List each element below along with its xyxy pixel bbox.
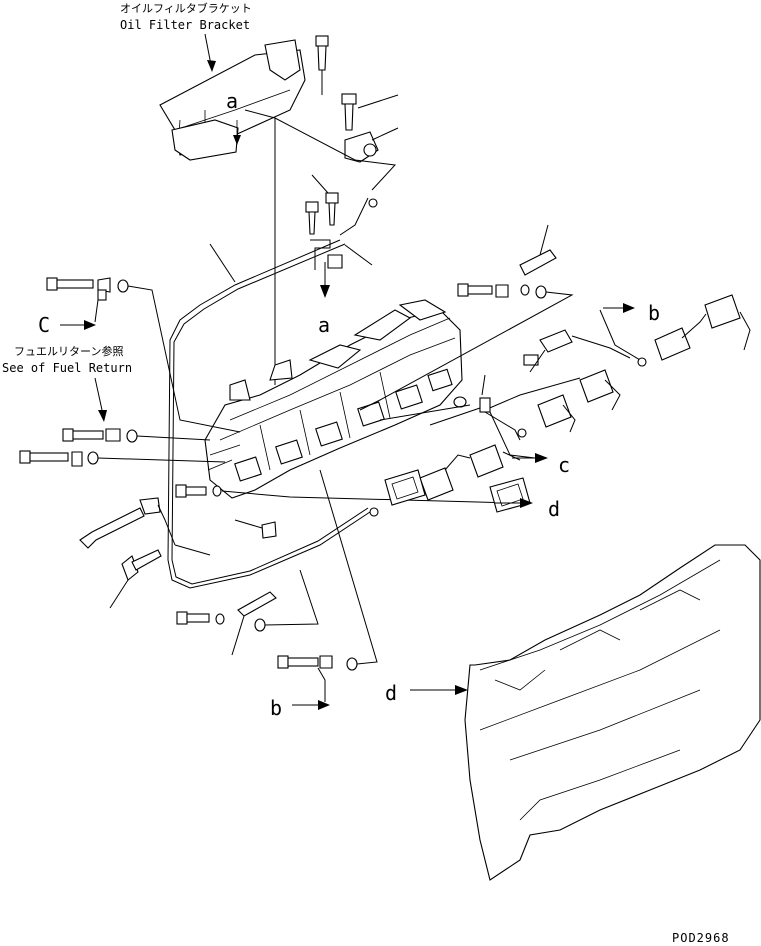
fuel-return-pipe — [167, 239, 371, 589]
b-harness-end — [637, 357, 647, 367]
arrow-c-right-head — [535, 453, 548, 463]
gasket-guide-lines — [379, 404, 481, 426]
right-bracket-leader — [539, 224, 549, 256]
harness-connector — [523, 329, 631, 373]
sensor-wire — [339, 197, 369, 236]
left-bolt-1 — [46, 277, 241, 433]
mid-bolt-2 — [311, 174, 339, 226]
injector-middle — [537, 369, 621, 433]
b-harness-line — [599, 309, 641, 361]
arrow-a-head — [320, 285, 330, 298]
cylinder-head — [204, 299, 463, 499]
top-bolt-1 — [315, 35, 329, 95]
right-bracket — [519, 249, 557, 276]
bracket-guide-line — [244, 109, 397, 191]
b-bottom-leader — [317, 667, 326, 702]
left-bolt-2 — [62, 428, 211, 443]
pipe-leader — [209, 243, 236, 283]
letter-c-right: c — [558, 453, 570, 477]
clip-guide — [310, 239, 331, 270]
arrow-b-bottom-head — [318, 700, 330, 710]
pipe-clip — [327, 254, 343, 269]
injector-upper-right — [654, 294, 751, 361]
clip-leader — [344, 244, 373, 266]
engine-block — [464, 544, 761, 881]
letter-a-mid: a — [318, 313, 330, 337]
left-bolt-3 — [19, 450, 226, 467]
oil-filter-bracket: a — [159, 39, 306, 161]
injector-lower — [419, 444, 521, 501]
letter-c-left: C — [38, 313, 50, 337]
arrow-d-right-head — [520, 498, 533, 508]
lower-bracket — [174, 519, 277, 656]
lower-bolt-2 — [277, 469, 378, 671]
drawing-code: POD2968 — [672, 931, 730, 945]
arrow-d-engine-head — [455, 685, 468, 695]
lower-bolt-1 — [176, 569, 319, 632]
right-bolt-1 — [359, 283, 574, 411]
letter-a-top: a — [226, 89, 238, 113]
fuel-return-arrowhead — [98, 410, 107, 422]
left-clip — [97, 289, 107, 301]
sensor-wire-end — [368, 198, 378, 208]
pipe-end — [369, 507, 379, 517]
left-bolt-4 — [175, 484, 516, 504]
sensor-fitting — [344, 127, 399, 163]
left-bolt-6 — [109, 549, 162, 609]
fuel-return-pipe-inner — [171, 243, 369, 585]
arrow-c-left-head — [84, 320, 96, 330]
top-bolt-2 — [341, 93, 399, 131]
letter-d-right: d — [548, 497, 560, 521]
fuel-return-label: See of Fuel Return — [2, 361, 132, 375]
oil-filter-bracket-label: Oil Filter Bracket — [120, 18, 250, 32]
left-bolt-5 — [79, 497, 176, 549]
fuel-return-leader — [94, 377, 103, 411]
oil-filter-bracket-jp-label: オイルフィルタブラケット — [120, 1, 252, 15]
arrow-b-right-head — [623, 303, 635, 313]
oil-filter-bracket-arrowhead — [207, 60, 216, 72]
letter-b-bottom: b — [270, 696, 282, 720]
intake-gasket-2 — [489, 477, 531, 513]
mid-bolt-1 — [305, 201, 319, 235]
fuel-return-jp-label: フュエルリターン参照 — [14, 344, 123, 358]
letter-d-engine: d — [385, 681, 397, 705]
intake-gasket-1 — [384, 469, 426, 506]
letter-b-right: b — [648, 301, 660, 325]
